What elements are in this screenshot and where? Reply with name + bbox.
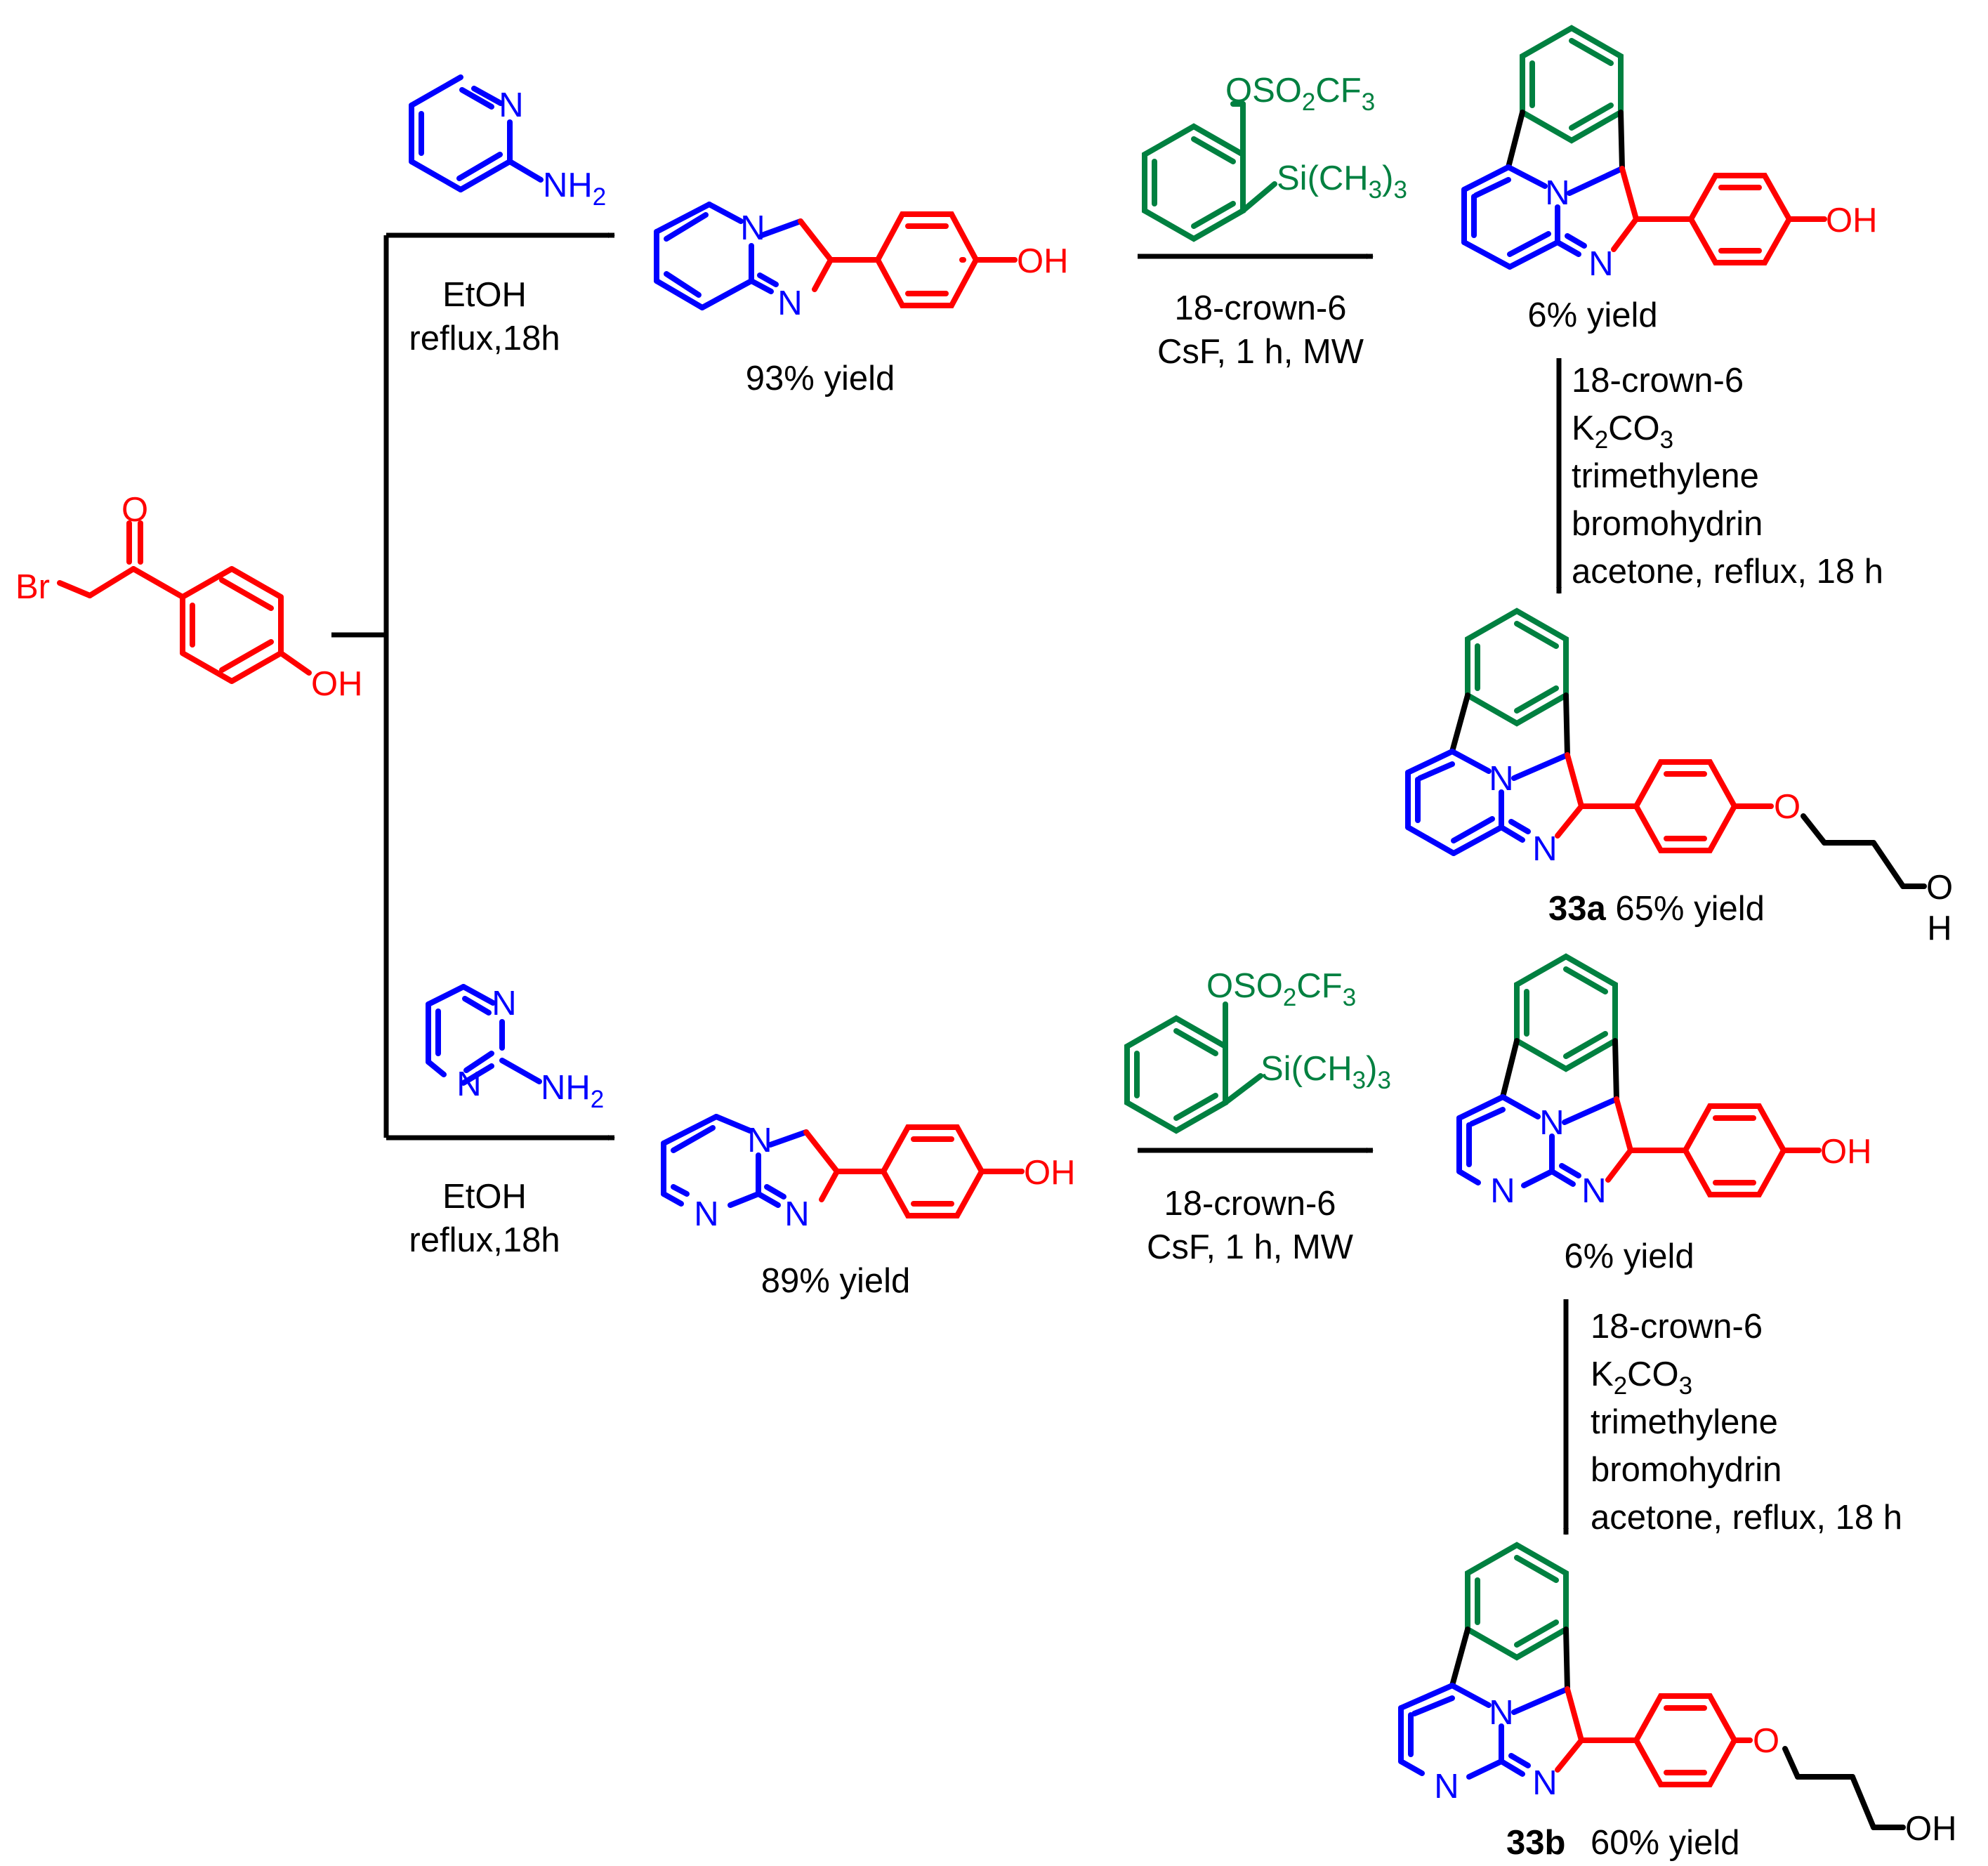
reagent-b-nh2-label: NH2: [541, 1069, 604, 1113]
p33a-n2-label: N: [1532, 830, 1557, 868]
aryne-a-tms-label: Si(CH3)3: [1277, 159, 1407, 204]
alk-a-reagent-2: bromohydrin: [1572, 505, 1763, 543]
alk-a-reagent-1: trimethylene: [1572, 457, 1759, 495]
intermediate-b1-structure: [661, 1114, 1025, 1218]
p33a-caption: 33a 65% yield: [1548, 890, 1765, 928]
intermediate-a1-structure: [654, 202, 1018, 310]
int-b1-oh-label: OH: [1024, 1154, 1076, 1192]
p33b-yield: 60% yield: [1591, 1824, 1739, 1862]
reagent-a-n-label: N: [499, 86, 523, 124]
reagent-b-n2-label: N: [456, 1065, 481, 1103]
product-33a-structure: [1405, 607, 1927, 889]
starting-material-bromoacetophenone: [57, 520, 312, 684]
int-b1-n2-label: N: [694, 1195, 718, 1233]
bromine-label: Br: [15, 568, 50, 606]
cond-b-solvent: EtOH: [442, 1178, 527, 1216]
branch-lines: [331, 232, 615, 1141]
aryne-a-otf-label: OSO2CF3: [1225, 72, 1375, 116]
p33a-hydroxyl-o-label: O: [1926, 869, 1953, 907]
alk-b-solvent: acetone, reflux, 18 h: [1591, 1499, 1902, 1537]
intermediate-b2-structure: [1456, 953, 1822, 1197]
reagent-2-aminopyrimidine: [426, 984, 542, 1086]
int-b2-n1-label: N: [1539, 1104, 1564, 1142]
p33b-hydroxyl-label: OH: [1905, 1810, 1957, 1848]
product-33b-structure: [1398, 1542, 1906, 1830]
alk-a-crown: 18-crown-6: [1572, 362, 1744, 400]
int-b1-n3-label: N: [784, 1195, 809, 1233]
alk-b-crown: 18-crown-6: [1591, 1308, 1763, 1346]
alk-a-base: K2CO3: [1572, 409, 1673, 454]
int-b2-n3-label: N: [1581, 1172, 1606, 1210]
int-b1-yield: 89% yield: [761, 1262, 910, 1300]
cond-b-reflux: reflux,18h: [409, 1221, 560, 1259]
p33b-n3-label: N: [1532, 1764, 1557, 1802]
aryne-precursor-b: [1124, 1001, 1263, 1134]
int-b1-n1-label: N: [747, 1122, 772, 1159]
int-a2-yield: 6% yield: [1527, 296, 1657, 334]
intermediate-a2-structure: [1461, 25, 1827, 270]
p33a-compound-number: 33a: [1548, 890, 1607, 928]
alk-b-reagent-1: trimethylene: [1591, 1403, 1778, 1441]
alk-a-solvent: acetone, reflux, 18 h: [1572, 553, 1883, 591]
p33a-yield: 65% yield: [1606, 890, 1765, 928]
int-b2-n2-label: N: [1490, 1172, 1515, 1210]
cond-a-solvent: EtOH: [442, 276, 527, 314]
alk-b-reagent-2: bromohydrin: [1591, 1451, 1782, 1489]
alk-b-base: K2CO3: [1591, 1355, 1692, 1400]
carbonyl-oxygen-label: O: [121, 491, 148, 529]
cond-b-crown: 18-crown-6: [1164, 1185, 1336, 1223]
int-a2-oh-label: OH: [1826, 202, 1878, 239]
int-a1-n1-label: N: [740, 209, 765, 247]
int-a1-n2-label: N: [777, 284, 802, 322]
aryne-b-tms-label: Si(CH3)3: [1260, 1050, 1391, 1094]
p33a-ether-o-label: O: [1774, 788, 1801, 826]
p33b-n1-label: N: [1489, 1694, 1513, 1732]
p33b-compound-number: 33b: [1506, 1824, 1565, 1862]
aryne-precursor-a: [1142, 101, 1277, 242]
p33a-hydroxyl-h-label: H: [1927, 909, 1951, 947]
cond-a-crown: 18-crown-6: [1174, 289, 1346, 327]
int-b2-oh-label: OH: [1820, 1133, 1872, 1171]
int-a2-n2-label: N: [1588, 245, 1613, 283]
p33b-ether-o-label: O: [1753, 1722, 1779, 1760]
reagent-a-nh2-label: NH2: [543, 166, 606, 211]
p33a-n1-label: N: [1489, 760, 1513, 798]
cond-b-csf: CsF, 1 h, MW: [1147, 1228, 1354, 1266]
reagent-b-n1-label: N: [492, 985, 516, 1023]
p33b-n2-label: N: [1434, 1768, 1459, 1806]
int-a2-n1-label: N: [1545, 174, 1569, 212]
cond-a-csf: CsF, 1 h, MW: [1157, 333, 1364, 371]
start-hydroxyl-label: OH: [311, 665, 363, 703]
int-a1-oh-label: OH: [1017, 242, 1069, 280]
cond-a-reflux: reflux,18h: [409, 320, 560, 357]
reagent-2-aminopyridine: [409, 74, 544, 192]
aryne-b-otf-label: OSO2CF3: [1206, 967, 1356, 1011]
int-a1-yield: 93% yield: [746, 360, 895, 397]
int-b2-yield: 6% yield: [1564, 1237, 1694, 1275]
